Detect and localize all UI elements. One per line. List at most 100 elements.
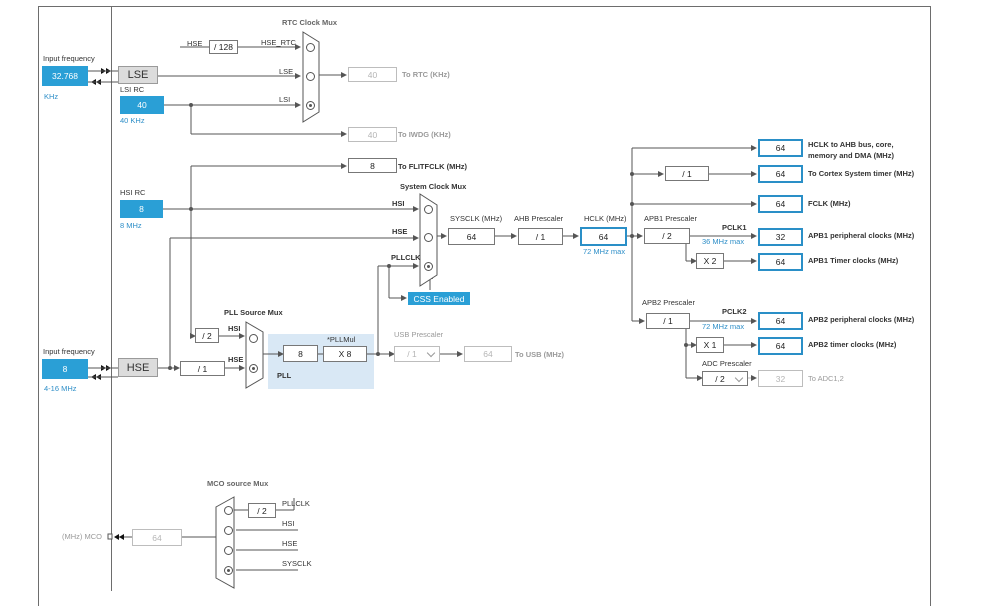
apb2-timer-output: 64 — [758, 337, 803, 355]
mco-output-field: 64 — [132, 529, 182, 546]
hclk-max: 72 MHz max — [583, 247, 626, 256]
rtc-lsi-label: LSI — [279, 95, 291, 104]
sysclk-label: SYSCLK (MHz) — [450, 214, 503, 223]
pclk1-label: PCLK1 — [722, 223, 747, 232]
sysmux-hse-label: HSE — [392, 227, 408, 236]
adc-prescaler-select[interactable]: / 2 — [702, 371, 748, 386]
cortex-timer-div[interactable]: / 1 — [665, 166, 709, 181]
usb-output-field: 64 — [464, 346, 512, 362]
mco-radio-hsi[interactable] — [224, 526, 233, 535]
pclk1-max: 36 MHz max — [702, 237, 745, 246]
mco-pllclk-label: PLLCLK — [282, 499, 310, 508]
sysmux-radio-hsi[interactable] — [424, 205, 433, 214]
sysclk-field: 64 — [448, 228, 495, 245]
pll-input-field: 8 — [283, 345, 318, 362]
hclk-ahb-label-1: HCLK to AHB bus, core, — [808, 140, 894, 149]
lse-source-block: LSE — [118, 66, 158, 84]
apb1-prescaler-select[interactable]: / 2 — [644, 228, 690, 244]
rtc-hse-label: HSE — [187, 39, 203, 48]
hsi-rc-label: HSI RC — [120, 188, 146, 197]
hclk-label: HCLK (MHz) — [584, 214, 627, 223]
sysmux-pllclk-label: PLLCLK — [391, 253, 421, 262]
hsi-value-block: 8 — [120, 200, 163, 218]
lsi-unit: 40 KHz — [120, 116, 145, 125]
fclk-output: 64 — [758, 195, 803, 213]
lsi-value-block: 40 — [120, 96, 164, 114]
mco-mux-title: MCO source Mux — [207, 479, 269, 488]
usb-prescaler-select[interactable]: / 1 — [394, 346, 440, 362]
pll-src-radio-hse[interactable] — [249, 364, 258, 373]
mco-hse-label: HSE — [282, 539, 298, 548]
lsi-rc-label: LSI RC — [120, 85, 145, 94]
rtc-lse-label: LSE — [279, 67, 294, 76]
lse-unit: KHz — [44, 92, 59, 101]
apb2-timer-label: APB2 timer clocks (MHz) — [808, 340, 897, 349]
pll-src-radio-hsi[interactable] — [249, 334, 258, 343]
pclk2-max: 72 MHz max — [702, 322, 745, 331]
hse-prediv-field[interactable]: / 1 — [180, 361, 225, 376]
pll-label: PLL — [277, 371, 292, 380]
adc-output-field: 32 — [758, 370, 803, 387]
rtc-mux-title: RTC Clock Mux — [282, 18, 338, 27]
clock-wires — [88, 31, 757, 589]
pllmul-select[interactable]: X 8 — [323, 346, 367, 362]
fclk-label: FCLK (MHz) — [808, 199, 851, 208]
sysmux-radio-pllclk[interactable] — [424, 262, 433, 271]
apb1-periph-output: 32 — [758, 228, 803, 246]
apb1-timer-output: 64 — [758, 253, 803, 271]
lse-frequency-input[interactable]: 32.768 — [42, 66, 88, 86]
apb1-timer-mul: X 2 — [696, 253, 724, 269]
system-clock-mux-title: System Clock Mux — [400, 182, 467, 191]
mco-radio-sysclk[interactable] — [224, 566, 233, 575]
apb2-periph-output: 64 — [758, 312, 803, 330]
apb2-prescaler-label: APB2 Prescaler — [642, 298, 695, 307]
pll-src-mux-shape — [245, 321, 264, 389]
flitfclk-output-field: 8 — [348, 158, 397, 173]
adc-output-label: To ADC1,2 — [808, 374, 844, 383]
hse-input-label: Input frequency — [43, 347, 95, 356]
pll-hsi-div2: / 2 — [195, 328, 219, 343]
hse-range: 4-16 MHz — [44, 384, 77, 393]
hsi-unit: 8 MHz — [120, 221, 142, 230]
sysmux-radio-hse[interactable] — [424, 233, 433, 242]
css-enabled-button[interactable]: CSS Enabled — [408, 292, 470, 305]
pclk2-label: PCLK2 — [722, 307, 747, 316]
rtc-output-field: 40 — [348, 67, 397, 82]
left-separator — [111, 6, 112, 591]
hse-source-block: HSE — [118, 358, 158, 377]
rtc-div128: / 128 — [209, 40, 238, 54]
pllmul-label: *PLLMul — [327, 335, 356, 344]
rtc-radio-lsi[interactable] — [306, 101, 315, 110]
rtc-radio-hse[interactable] — [306, 43, 315, 52]
cortex-timer-label: To Cortex System timer (MHz) — [808, 169, 915, 178]
apb2-periph-label: APB2 peripheral clocks (MHz) — [808, 315, 915, 324]
mco-label: (MHz) MCO — [62, 532, 102, 541]
cortex-timer-output: 64 — [758, 165, 803, 183]
pll-hse-label: HSE — [228, 355, 244, 364]
mco-pll-div2: / 2 — [248, 503, 276, 518]
mco-hsi-label: HSI — [282, 519, 295, 528]
ahb-prescaler-select[interactable]: / 1 — [518, 228, 563, 245]
rtc-radio-lse[interactable] — [306, 72, 315, 81]
hse-rtc-label: HSE_RTC — [261, 38, 296, 47]
apb1-timer-label: APB1 Timer clocks (MHz) — [808, 256, 899, 265]
usb-prescaler-label: USB Prescaler — [394, 330, 444, 339]
pll-source-mux-title: PLL Source Mux — [224, 308, 283, 317]
hse-frequency-input[interactable]: 8 — [42, 359, 88, 379]
usb-output-label: To USB (MHz) — [515, 350, 565, 359]
lse-input-label: Input frequency — [43, 54, 95, 63]
mco-radio-pllclk[interactable] — [224, 506, 233, 515]
ahb-prescaler-label: AHB Prescaler — [514, 214, 564, 223]
mco-radio-hse[interactable] — [224, 546, 233, 555]
diagram-frame — [38, 6, 931, 606]
hclk-ahb-label-2: memory and DMA (MHz) — [808, 151, 894, 160]
adc-prescaler-label: ADC Prescaler — [702, 359, 752, 368]
mco-sysclk-label: SYSCLK — [282, 559, 312, 568]
hclk-input[interactable]: 64 — [580, 227, 627, 246]
pll-hsi-label: HSI — [228, 324, 241, 333]
apb2-prescaler-select[interactable]: / 1 — [646, 313, 690, 329]
hclk-ahb-output: 64 — [758, 139, 803, 157]
mco-mux-shape — [215, 496, 235, 589]
apb1-periph-label: APB1 peripheral clocks (MHz) — [808, 231, 915, 240]
iwdg-output-label: To IWDG (KHz) — [398, 130, 451, 139]
